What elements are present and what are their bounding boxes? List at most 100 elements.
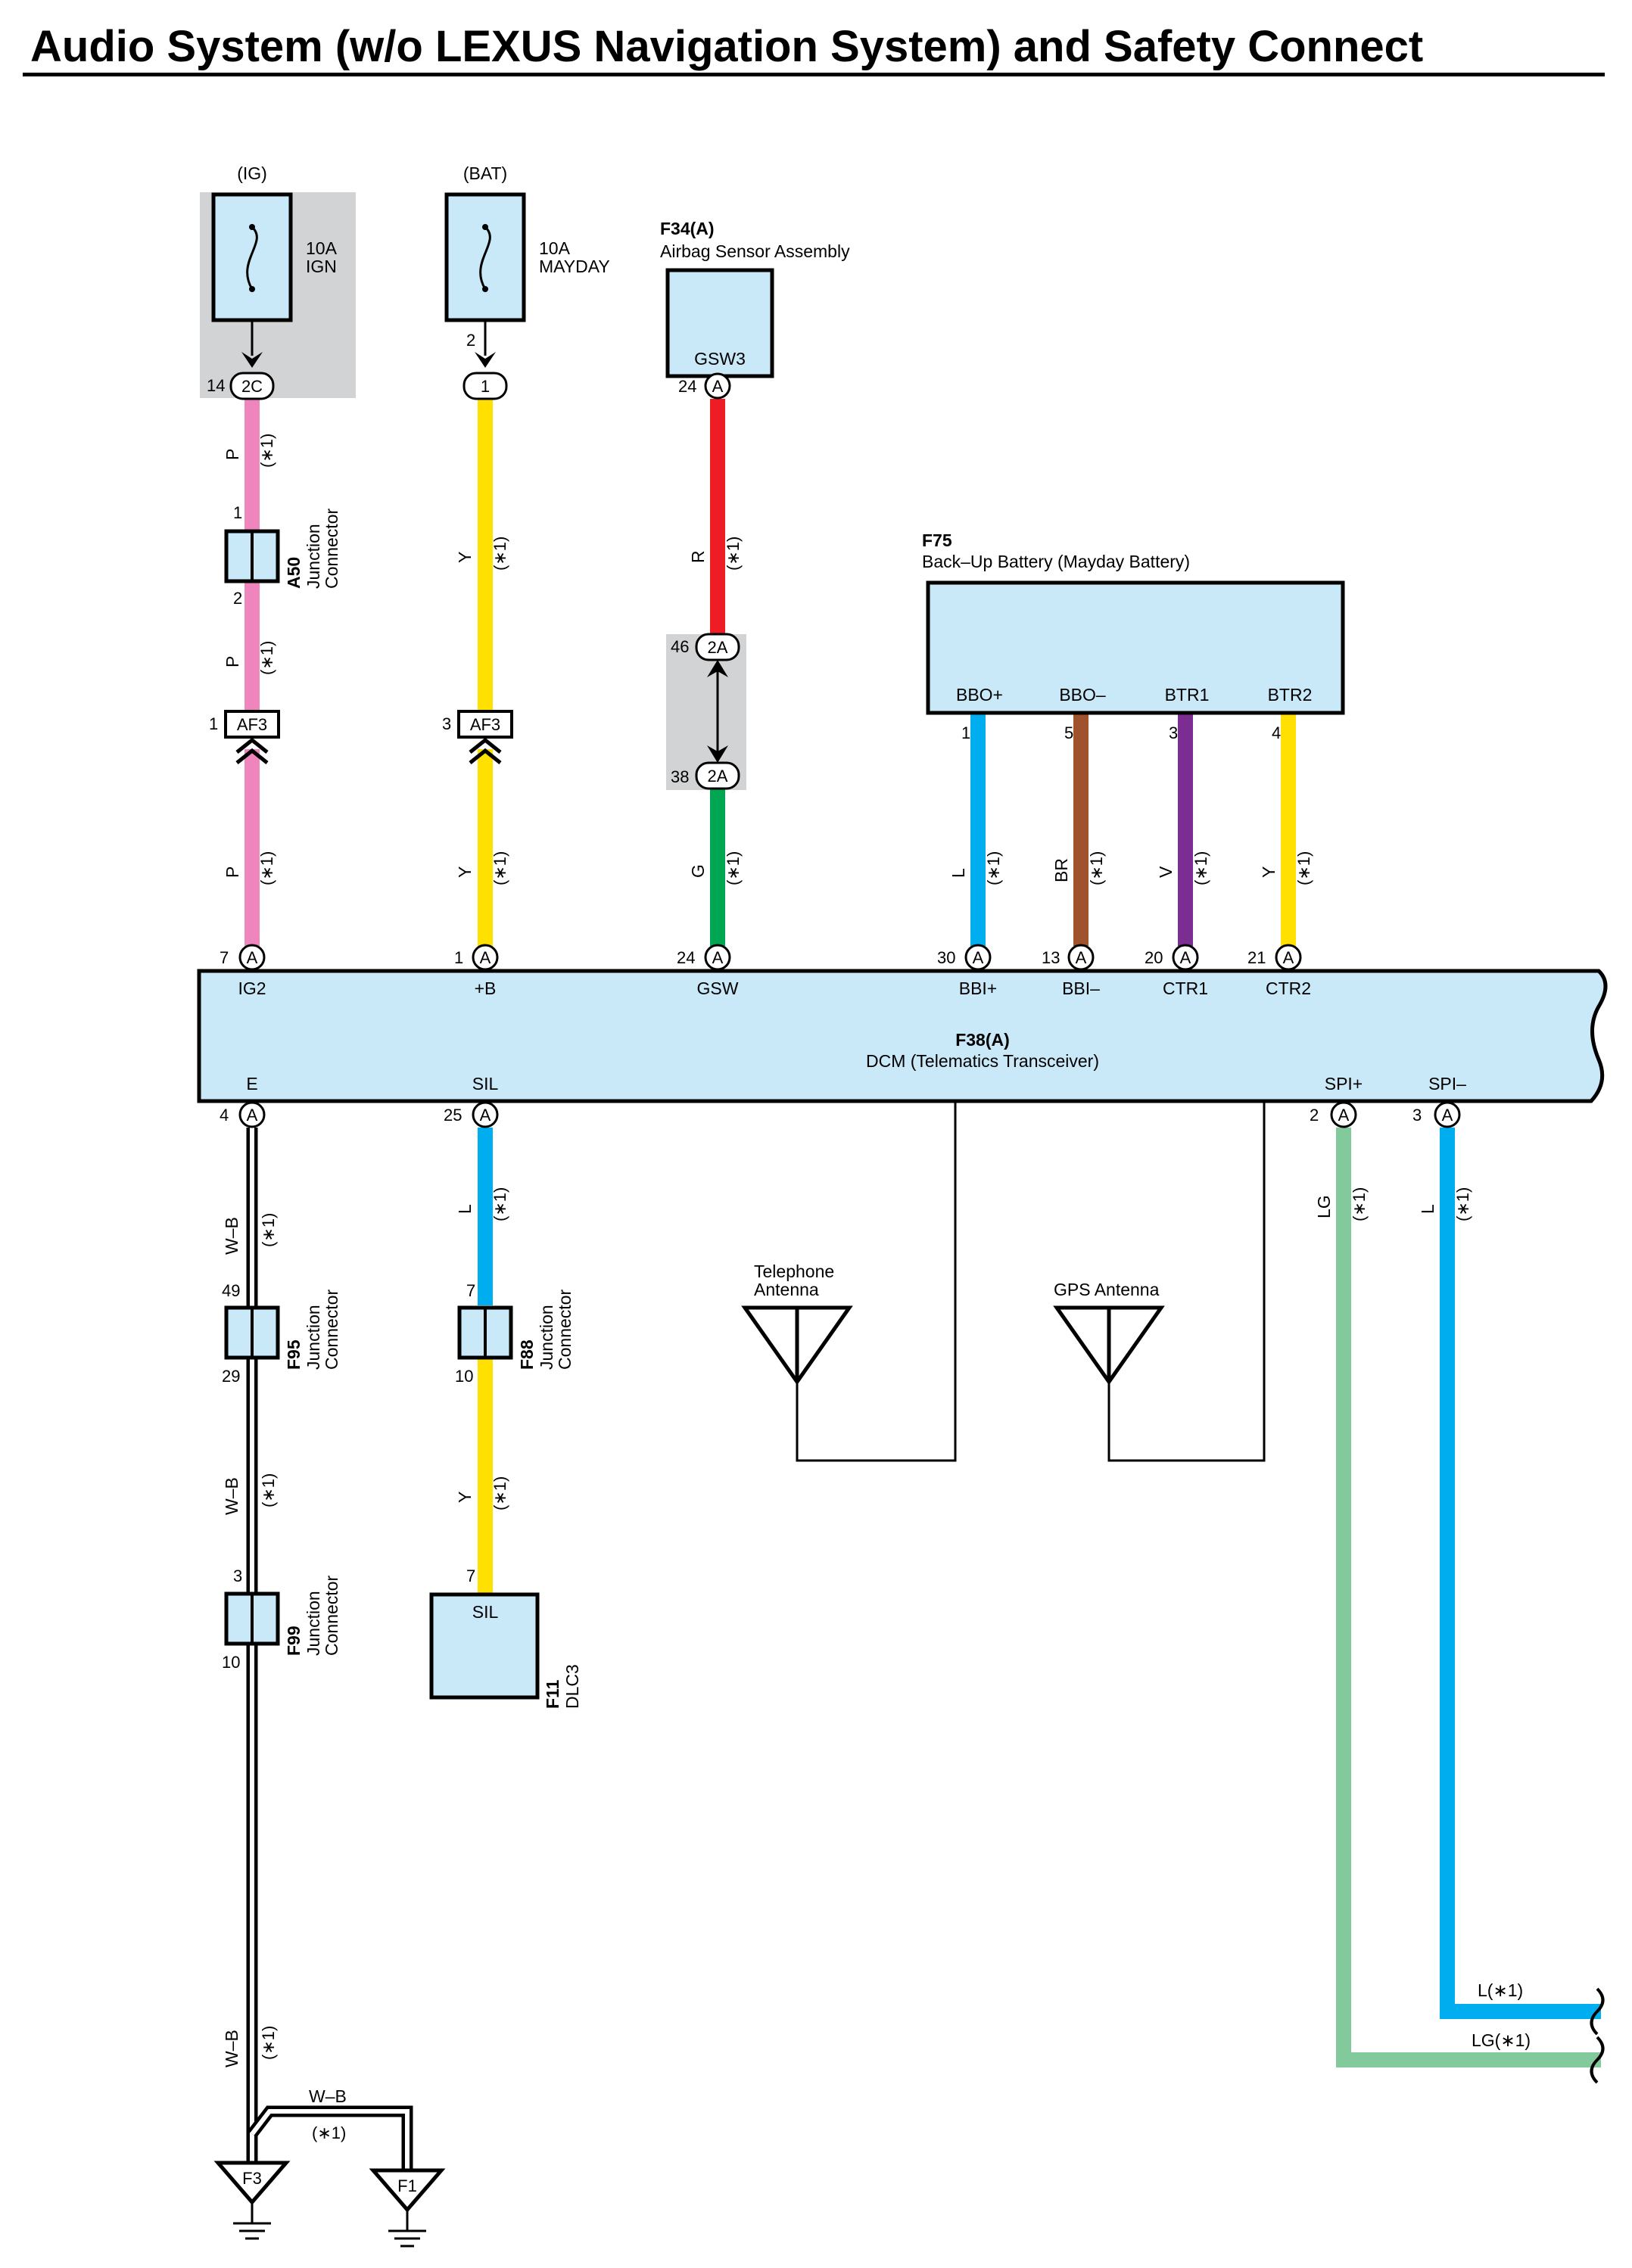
svg-text:Junction: Junction	[304, 1591, 323, 1656]
fuse-bat: (BAT) 10A MAYDAY 2 1	[444, 163, 610, 400]
svg-text:BTR2: BTR2	[1268, 685, 1313, 705]
wire-l-spi	[1440, 1128, 1601, 2019]
dcm-pin-b-plus: 1 A +B	[454, 944, 499, 998]
wire-labels: P (∗1) P (∗1) P (∗1) Y (∗1) Y (∗1) R (∗1…	[222, 434, 1531, 2142]
svg-text:(∗1): (∗1)	[491, 1476, 509, 1510]
svg-text:(∗1): (∗1)	[491, 537, 509, 571]
svg-text:24: 24	[677, 948, 695, 967]
svg-text:A: A	[1442, 1106, 1453, 1125]
wire-wb-branch-inner	[250, 2109, 410, 2170]
svg-text:BBO+: BBO+	[956, 685, 1003, 705]
svg-text:4: 4	[220, 1106, 229, 1125]
svg-text:3: 3	[442, 714, 451, 733]
svg-text:2: 2	[1310, 1106, 1319, 1125]
svg-text:1: 1	[233, 503, 242, 522]
svg-text:P: P	[223, 656, 242, 667]
svg-text:(∗1): (∗1)	[257, 434, 276, 468]
svg-text:10: 10	[455, 1367, 473, 1386]
svg-text:L: L	[455, 1204, 475, 1214]
svg-text:(∗1): (∗1)	[724, 851, 743, 885]
svg-text:F75: F75	[922, 530, 952, 550]
svg-text:1: 1	[481, 377, 490, 396]
f88-junction-connector: 7 10 F88 Junction Connector	[455, 1281, 575, 1386]
svg-text:49: 49	[222, 1281, 240, 1300]
svg-text:A: A	[247, 948, 258, 967]
svg-text:Antenna: Antenna	[754, 1280, 819, 1299]
svg-text:2A: 2A	[708, 638, 728, 657]
svg-text:W–B: W–B	[222, 1217, 241, 1255]
svg-text:F34(A): F34(A)	[660, 219, 715, 238]
fuse-ign-source: (IG)	[237, 163, 267, 183]
svg-text:3: 3	[1412, 1106, 1422, 1125]
svg-text:(∗1): (∗1)	[259, 2026, 278, 2060]
dcm-pin-e: E 4 A	[220, 1074, 266, 1128]
wires	[244, 399, 1601, 2170]
svg-text:(∗1): (∗1)	[1453, 1187, 1472, 1221]
svg-text:5: 5	[1064, 723, 1073, 742]
dcm-pin-ctr2: 21 A CTR2	[1247, 944, 1311, 998]
svg-text:(∗1): (∗1)	[1350, 1187, 1369, 1221]
svg-text:(∗1): (∗1)	[724, 537, 743, 571]
svg-text:W–B: W–B	[222, 1477, 241, 1515]
svg-text:W–B: W–B	[222, 2030, 241, 2067]
svg-text:7: 7	[466, 1566, 475, 1585]
svg-text:MAYDAY: MAYDAY	[539, 257, 610, 276]
svg-text:29: 29	[222, 1367, 240, 1386]
svg-text:Junction: Junction	[304, 524, 323, 589]
svg-text:Airbag Sensor Assembly: Airbag Sensor Assembly	[660, 241, 850, 261]
svg-text:P: P	[223, 449, 242, 460]
svg-text:30: 30	[937, 948, 955, 967]
dcm-pin-ig2: 7 A IG2	[220, 944, 266, 998]
svg-text:BBI+: BBI+	[959, 978, 998, 998]
svg-text:Connector: Connector	[322, 1576, 341, 1656]
svg-text:L(∗1): L(∗1)	[1478, 1980, 1523, 2000]
svg-text:CTR2: CTR2	[1266, 978, 1311, 998]
svg-text:20: 20	[1145, 948, 1163, 967]
svg-text:P: P	[223, 866, 242, 878]
svg-text:A: A	[1180, 948, 1191, 967]
svg-text:4: 4	[1272, 723, 1281, 742]
svg-text:LG: LG	[1314, 1195, 1334, 1218]
svg-text:A: A	[973, 948, 984, 967]
svg-text:Telephone: Telephone	[754, 1262, 834, 1281]
f95-junction-connector: 49 29 F95 Junction Connector	[222, 1281, 341, 1386]
dcm-pin-spi-minus: SPI– 3 A	[1412, 1074, 1466, 1128]
svg-text:BTR1: BTR1	[1165, 685, 1210, 705]
svg-text:2C: 2C	[241, 377, 263, 396]
svg-text:GPS Antenna: GPS Antenna	[1054, 1280, 1160, 1299]
svg-text:Y: Y	[455, 552, 475, 563]
svg-text:A: A	[480, 1106, 491, 1125]
svg-text:3: 3	[1169, 723, 1178, 742]
svg-text:38: 38	[671, 767, 689, 786]
svg-text:1: 1	[209, 714, 218, 733]
dcm-pin-ctr1: 20 A CTR1	[1145, 944, 1208, 998]
airbag-sensor: F34(A) Airbag Sensor Assembly GSW3 24 A	[660, 219, 850, 400]
fuse-bat-source: (BAT)	[463, 163, 507, 183]
svg-text:10: 10	[222, 1653, 240, 1672]
svg-text:1: 1	[454, 948, 463, 967]
svg-text:V: V	[1156, 866, 1176, 878]
svg-text:Connector: Connector	[322, 509, 341, 589]
svg-text:(∗1): (∗1)	[491, 1187, 509, 1221]
svg-text:(∗1): (∗1)	[312, 2123, 346, 2142]
wire-tel-antenna	[796, 1094, 957, 1462]
svg-text:(∗1): (∗1)	[257, 641, 276, 675]
svg-text:Connector: Connector	[555, 1290, 575, 1370]
svg-text:(∗1): (∗1)	[259, 1213, 278, 1247]
svg-text:SPI+: SPI+	[1325, 1074, 1363, 1094]
wire-gps-antenna	[1107, 1094, 1266, 1462]
svg-text:A: A	[1338, 1106, 1350, 1125]
af3-connector-mid: 3 AF3	[442, 710, 513, 764]
svg-text:IG2: IG2	[238, 978, 266, 998]
svg-text:25: 25	[444, 1106, 462, 1125]
svg-text:LG(∗1): LG(∗1)	[1472, 2030, 1531, 2050]
svg-text:F38(A): F38(A)	[955, 1030, 1010, 1050]
svg-text:GSW3: GSW3	[694, 349, 746, 369]
svg-text:(∗1): (∗1)	[491, 851, 509, 885]
svg-text:L: L	[948, 868, 968, 878]
svg-text:Back–Up Battery (Mayday Batter: Back–Up Battery (Mayday Battery)	[922, 552, 1190, 571]
svg-text:SIL: SIL	[472, 1602, 499, 1622]
svg-text:DCM (Telematics Transceiver): DCM (Telematics Transceiver)	[866, 1051, 1099, 1071]
2a-connector-pair: 46 2A 38 2A	[671, 633, 740, 790]
